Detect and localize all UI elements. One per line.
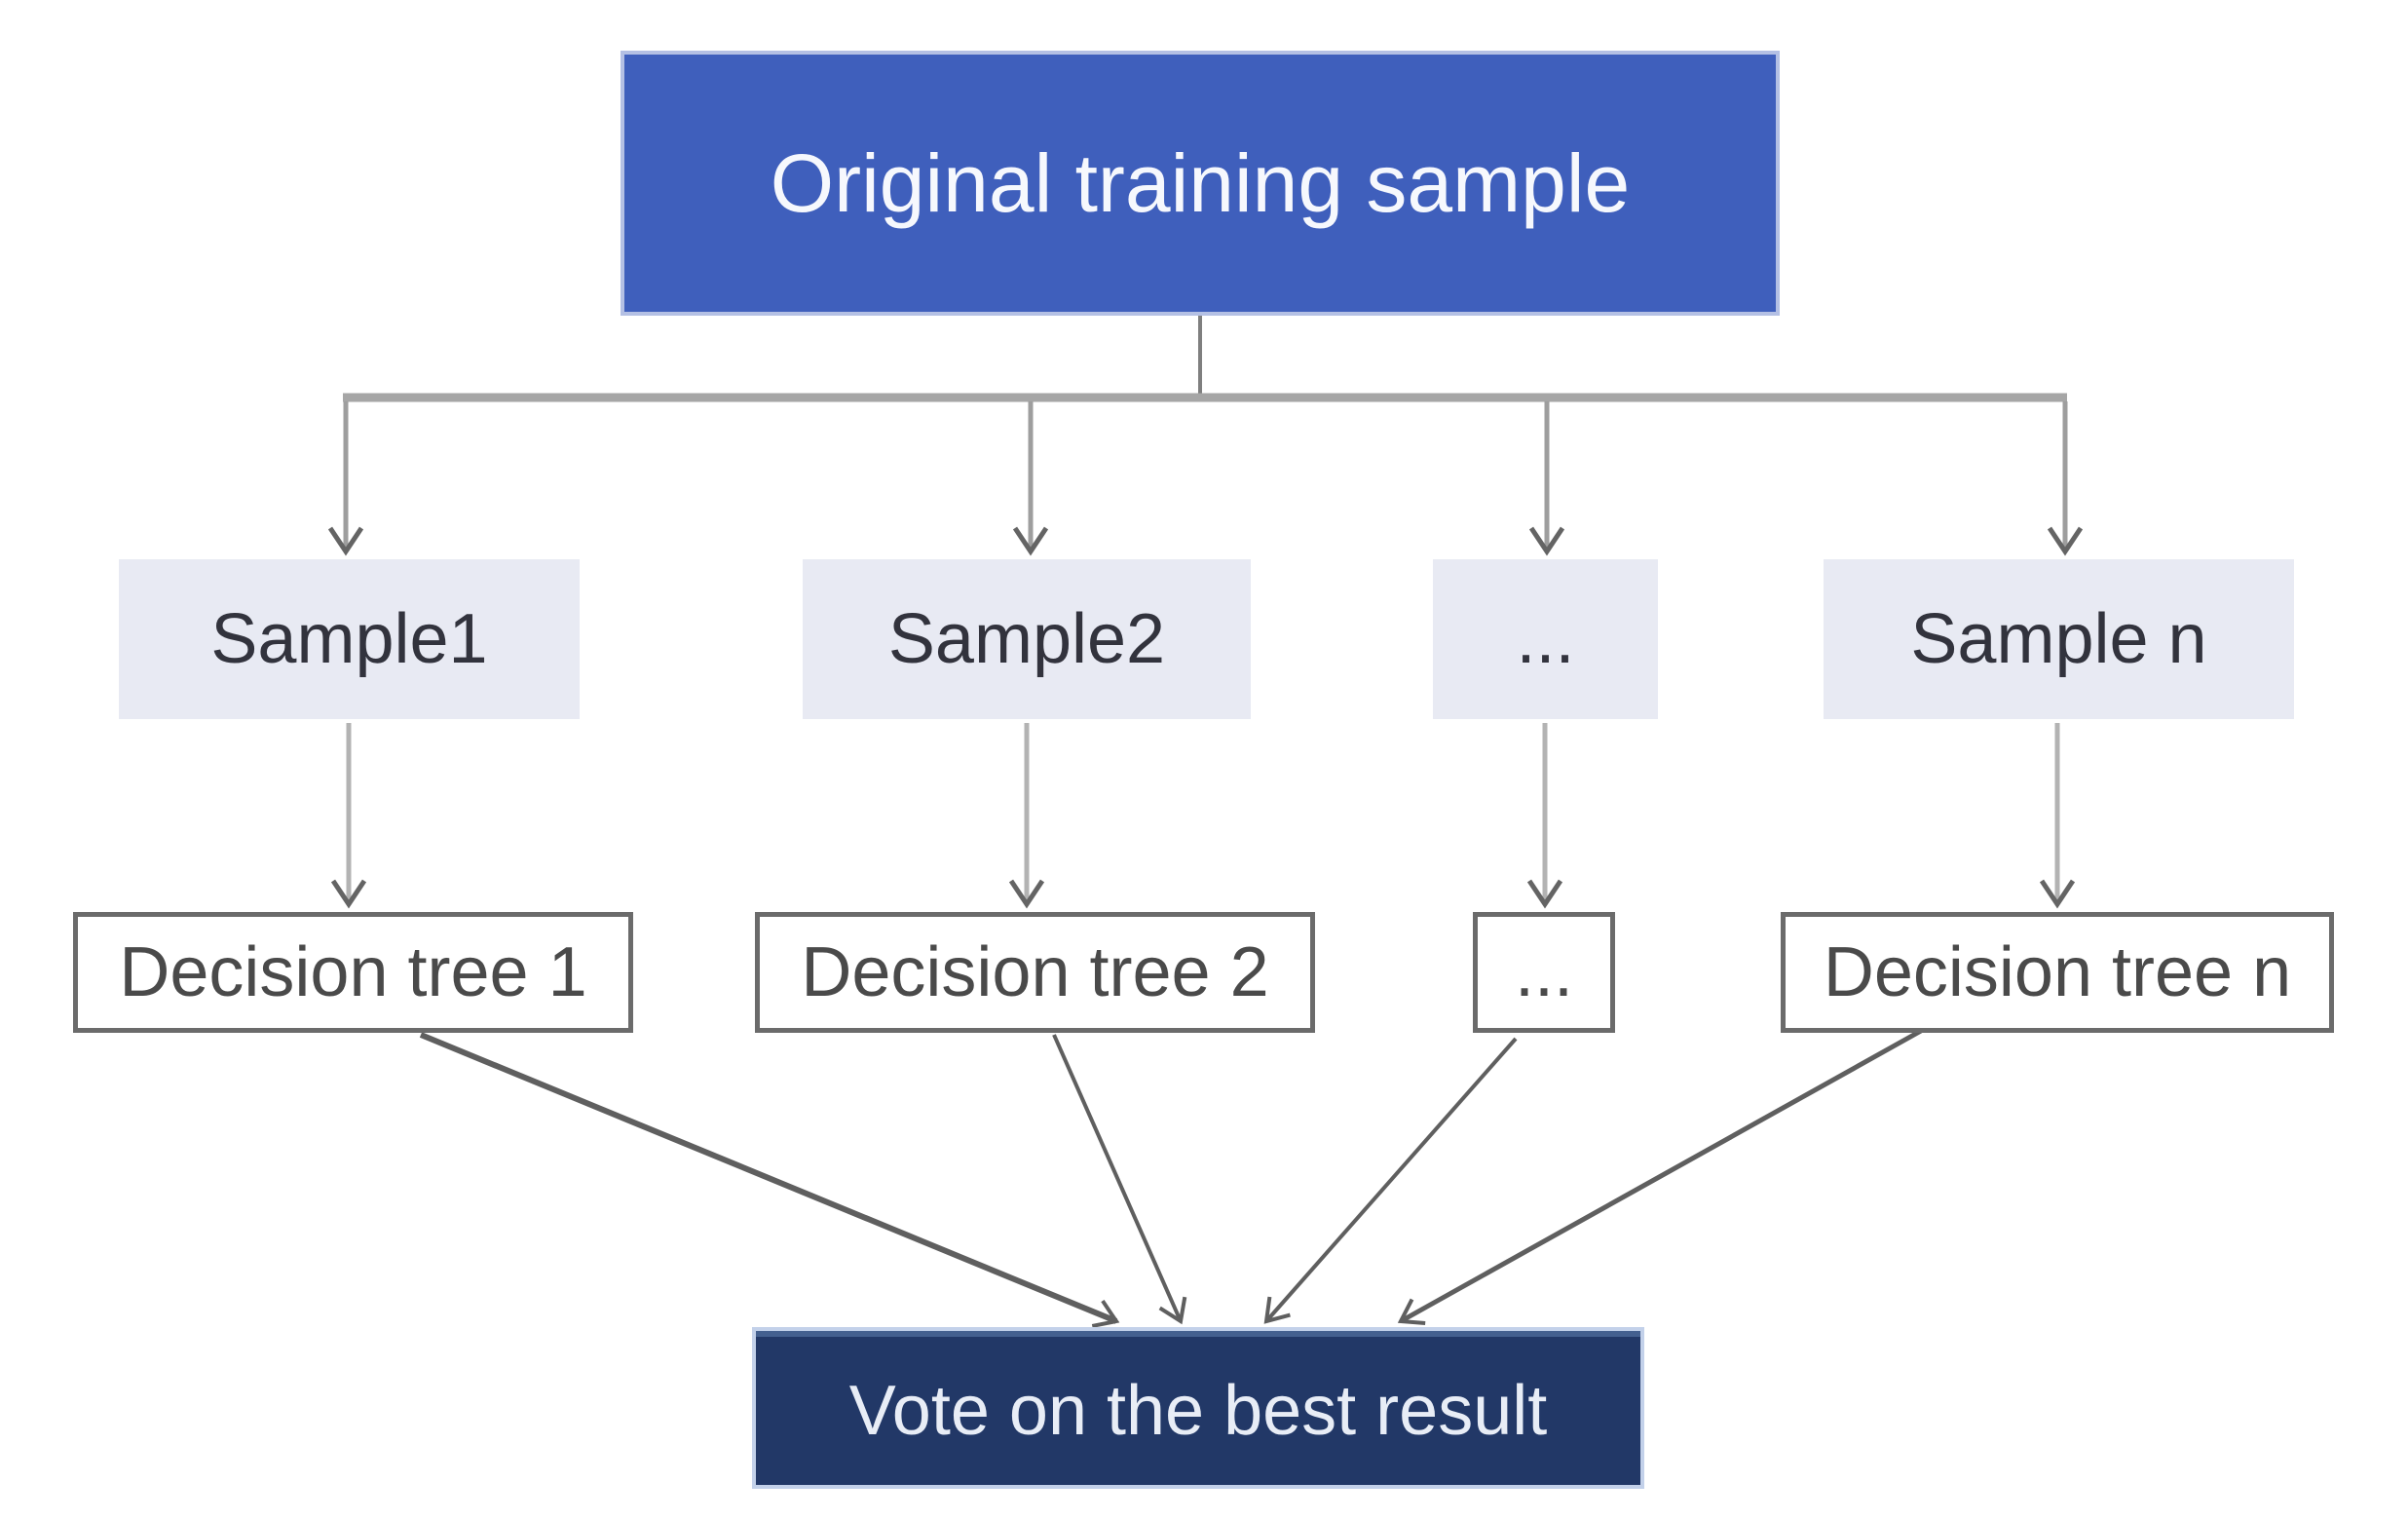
decision-tree-1-label: Decision tree 1: [119, 933, 587, 1011]
sample-1-label: Sample1: [210, 600, 488, 678]
decision-tree-2-label: Decision tree 2: [801, 933, 1269, 1011]
original-training-sample-label: Original training sample: [770, 136, 1631, 229]
decision-tree-2-box: Decision tree 2: [755, 912, 1315, 1033]
sample-n-box: Sample n: [1824, 559, 2294, 719]
decision-tree-n-label: Decision tree n: [1823, 933, 2292, 1011]
sample-1-box: Sample1: [119, 559, 580, 719]
decision-tree-1-box: Decision tree 1: [73, 912, 633, 1033]
sample-n-label: Sample n: [1910, 600, 2207, 678]
vote-box: Vote on the best result: [756, 1331, 1640, 1485]
arrow-treen-to-vote: [1397, 1028, 1923, 1325]
decision-tree-ellipsis-label: ...: [1514, 933, 1573, 1011]
vote-label: Vote on the best result: [848, 1372, 1548, 1450]
arrow-ellipsis-to-vote: [1263, 1037, 1518, 1324]
sample-ellipsis-label: ...: [1516, 600, 1575, 678]
arrow-tree1-to-vote: [419, 1032, 1120, 1328]
sample-2-box: Sample2: [803, 559, 1251, 719]
sample-2-label: Sample2: [887, 600, 1166, 678]
arrow-tree2-to-vote: [1052, 1034, 1187, 1325]
decision-tree-ellipsis-box: ...: [1473, 912, 1615, 1033]
original-training-sample-box: Original training sample: [624, 55, 1776, 312]
decision-tree-n-box: Decision tree n: [1781, 912, 2334, 1033]
sample-ellipsis-box: ...: [1433, 559, 1658, 719]
